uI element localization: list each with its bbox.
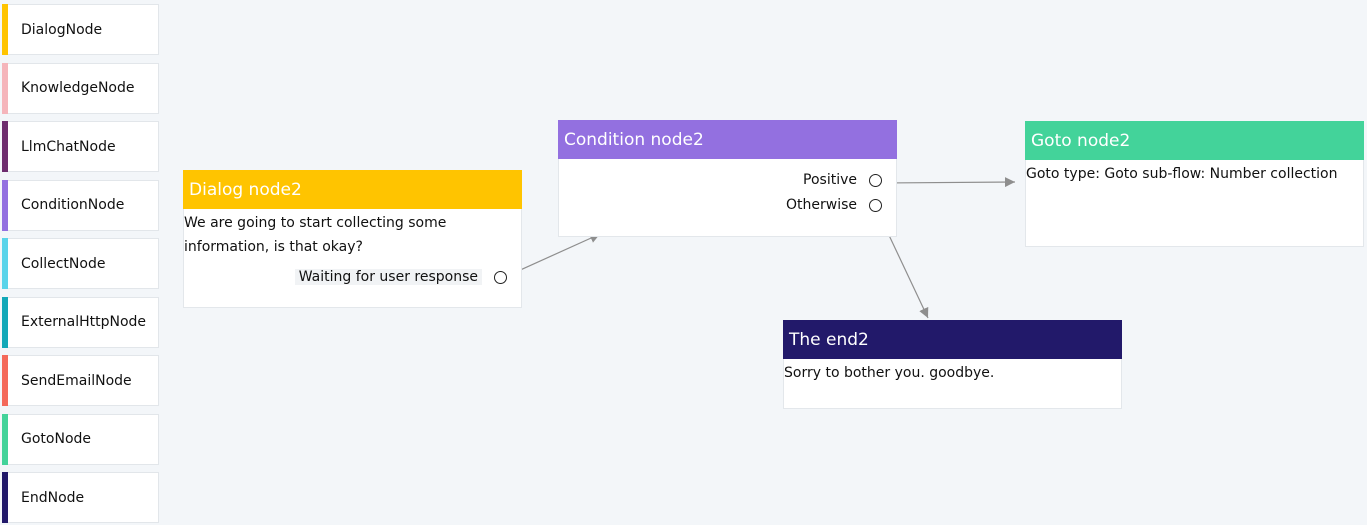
palette-item-label: LlmChatNode [21, 138, 116, 155]
palette-item-label: ConditionNode [21, 197, 125, 213]
palette-stripe [2, 355, 8, 406]
palette-item-label: ExternalHttpNode [21, 314, 147, 330]
condition-output-positive-row: Positive [803, 172, 882, 188]
dialog-output-row: Waiting for user response [294, 269, 507, 285]
condition-node-title: Condition node2 [564, 129, 704, 150]
palette-item-llm-chat-node[interactable]: LlmChatNode [2, 121, 159, 172]
palette-stripe [2, 179, 8, 231]
goto-node-header[interactable]: Goto node2 [1025, 121, 1364, 160]
condition-output-positive-label: Positive [803, 172, 857, 188]
node-palette: DialogNode KnowledgeNode LlmChatNode Con… [2, 4, 159, 525]
palette-item-label: SendEmailNode [21, 372, 132, 389]
palette-stripe [2, 238, 8, 289]
palette-stripe [2, 472, 8, 523]
palette-item-dialog-node[interactable]: DialogNode [2, 4, 159, 55]
dialog-node[interactable]: Dialog node2 We are going to start colle… [183, 170, 522, 308]
condition-output-positive-port[interactable] [869, 173, 882, 187]
end-node-text: Sorry to bother you. goodbye. [784, 365, 995, 381]
palette-item-label: KnowledgeNode [21, 80, 135, 96]
palette-item-knowledge-node[interactable]: KnowledgeNode [2, 62, 159, 114]
palette-stripe [2, 121, 8, 172]
end-node-header[interactable]: The end2 [783, 320, 1122, 359]
condition-node-header[interactable]: Condition node2 [558, 120, 897, 159]
palette-stripe [2, 413, 8, 465]
palette-item-send-email-node[interactable]: SendEmailNode [2, 355, 159, 406]
goto-node-text: Goto type: Goto sub-flow: Number collect… [1026, 166, 1338, 182]
palette-item-condition-node[interactable]: ConditionNode [2, 179, 159, 231]
palette-item-external-http-node[interactable]: ExternalHttpNode [2, 296, 159, 348]
palette-stripe [2, 4, 8, 55]
goto-node-title: Goto node2 [1031, 130, 1131, 151]
palette-item-end-node[interactable]: EndNode [2, 472, 159, 523]
dialog-node-title: Dialog node2 [189, 179, 302, 200]
condition-output-otherwise-port[interactable] [869, 198, 882, 212]
palette-item-collect-node[interactable]: CollectNode [2, 238, 159, 289]
dialog-output-label: Waiting for user response [294, 269, 482, 285]
edge-positive-to-goto[interactable] [881, 177, 1016, 188]
end-node[interactable]: The end2 Sorry to bother you. goodbye. [783, 320, 1122, 409]
end-node-title: The end2 [789, 329, 869, 350]
dialog-node-header[interactable]: Dialog node2 [183, 170, 522, 209]
dialog-node-text: We are going to start collecting some in… [184, 215, 447, 255]
palette-item-goto-node[interactable]: GotoNode [2, 413, 159, 465]
palette-item-label: CollectNode [21, 255, 106, 272]
palette-stripe [2, 62, 8, 114]
condition-output-otherwise-row: Otherwise [786, 197, 882, 213]
condition-output-otherwise-label: Otherwise [786, 197, 857, 213]
goto-node[interactable]: Goto node2 Goto type: Goto sub-flow: Num… [1025, 121, 1364, 247]
palette-stripe [2, 296, 8, 348]
condition-node[interactable]: Condition node2 Positive Otherwise [558, 120, 897, 237]
dialog-output-port[interactable] [494, 270, 507, 284]
palette-item-label: GotoNode [21, 431, 92, 447]
palette-item-label: EndNode [21, 489, 85, 506]
palette-item-label: DialogNode [21, 21, 103, 38]
